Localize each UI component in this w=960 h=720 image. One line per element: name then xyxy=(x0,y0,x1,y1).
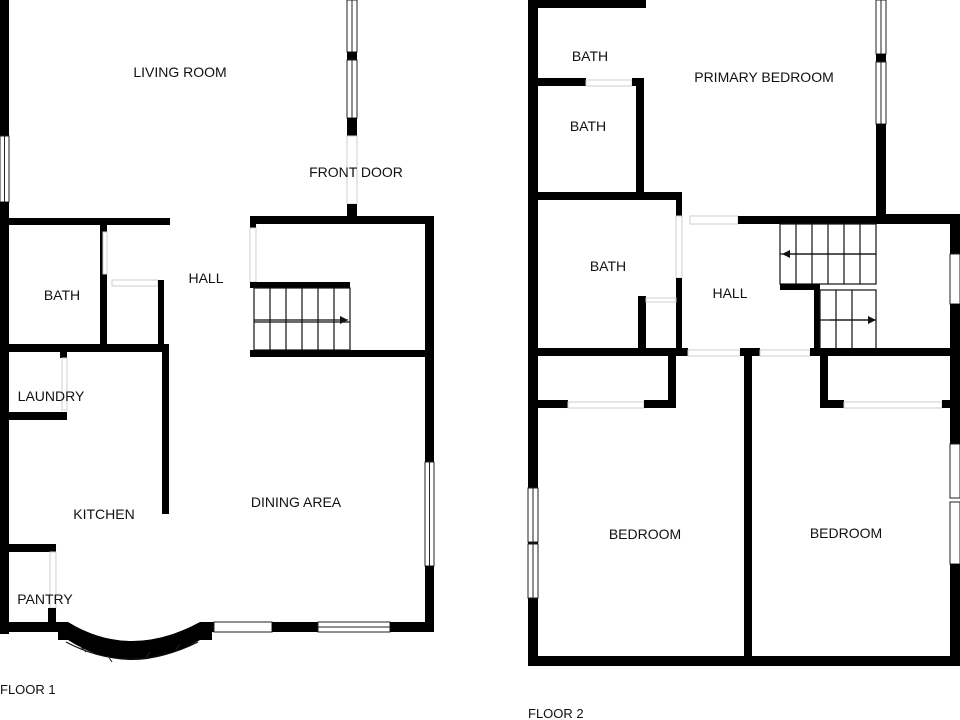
room-label-front-door: FRONT DOOR xyxy=(309,164,403,180)
room-label-kitchen: KITCHEN xyxy=(73,506,134,522)
floor-1-caption: FLOOR 1 xyxy=(0,682,56,697)
room-label-living-room: LIVING ROOM xyxy=(133,64,226,80)
room-label-primary-bedroom: PRIMARY BEDROOM xyxy=(694,69,834,85)
room-label-laundry: LAUNDRY xyxy=(18,388,85,404)
room-label-dining-area: DINING AREA xyxy=(251,494,342,510)
room-label-hall: HALL xyxy=(188,270,223,286)
room-label-bedroom-right: BEDROOM xyxy=(810,525,882,541)
floor-1-labels: LIVING ROOM FRONT DOOR BATH HALL LAUNDRY… xyxy=(0,64,403,697)
room-label-bedroom-left: BEDROOM xyxy=(609,526,681,542)
room-label-pantry: PANTRY xyxy=(17,591,73,607)
floor-1 xyxy=(0,0,435,663)
room-label-hall: HALL xyxy=(712,285,747,301)
room-label-bath-lower: BATH xyxy=(590,258,626,274)
room-label-bath-middle: BATH xyxy=(570,118,606,134)
floor-2-caption: FLOOR 2 xyxy=(528,706,584,720)
floor-2 xyxy=(527,0,960,666)
room-label-bath-top: BATH xyxy=(572,48,608,64)
room-label-bath: BATH xyxy=(44,287,80,303)
floor-2-labels: BATH BATH BATH PRIMARY BEDROOM HALL BEDR… xyxy=(528,48,882,720)
